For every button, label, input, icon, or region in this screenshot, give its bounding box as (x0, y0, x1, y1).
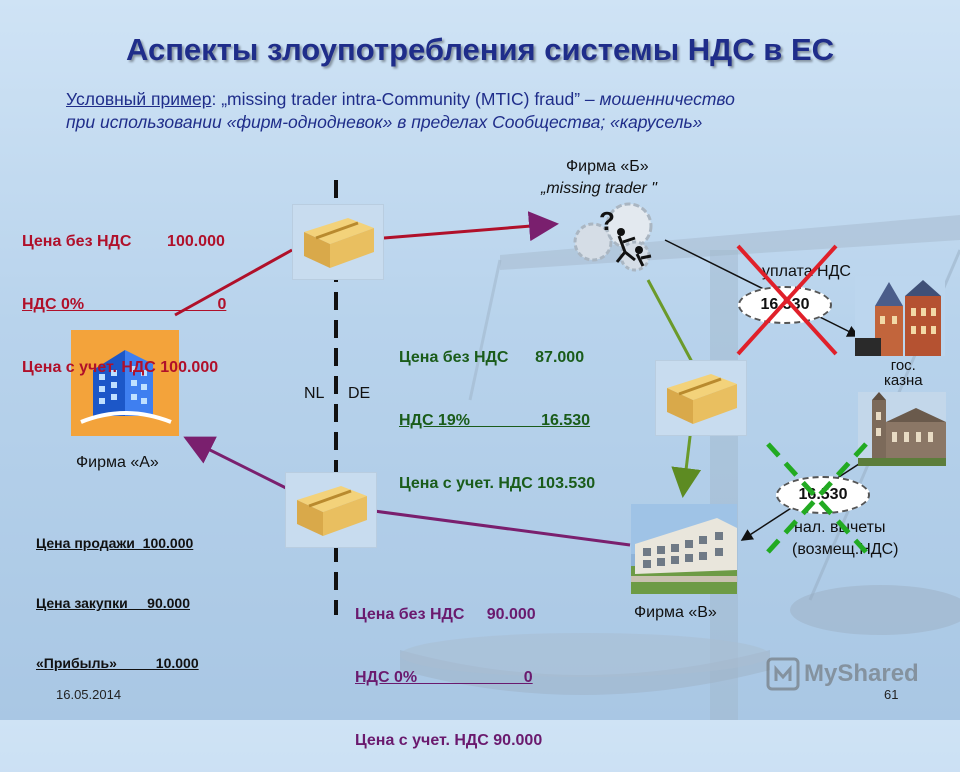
slide-subtitle: Условный пример: „missing trader intra-C… (66, 88, 896, 134)
arrow-to-firm-b (383, 211, 559, 242)
firm-b-sublabel: „missing trader " (541, 180, 657, 197)
treasury-label-line2: казна (884, 372, 923, 389)
profit-row2: Цена закупки 90.000 (36, 595, 191, 611)
deduction-label-line2: (возмещ.НДС) (792, 541, 899, 558)
watermark-icon (766, 657, 800, 691)
treasury-label-line1: гос. (890, 357, 916, 374)
watermark-logo: MyShared (766, 656, 926, 692)
firm-v-building-icon (631, 504, 737, 594)
firm-a-price-row2: НДС 0% 0 (22, 296, 227, 313)
missing-trader-icon: ? (563, 196, 665, 278)
svg-text:?: ? (599, 206, 615, 236)
government-building-icon (858, 392, 946, 466)
slide-title: Аспекты злоупотребления системы НДС в ЕС (125, 32, 835, 67)
red-cross-icon (736, 244, 838, 356)
firm-b-price-box: Цена без НДС 87.000 НДС 19% 16.530 Цена … (399, 305, 595, 515)
firm-b-label: Фирма «Б» (566, 158, 649, 175)
line-v-to-parcel (373, 509, 631, 547)
parcel-icon (655, 360, 747, 436)
firm-v-price-box: Цена без НДС 90.000 НДС 0% 0 Цена с учет… (355, 562, 542, 772)
firm-a-price-row1: Цена без НДС 100.000 (22, 233, 225, 250)
deduction-label: нал. вычеты (возмещ.НДС) (792, 517, 899, 561)
firm-v-price-row1: Цена без НДС 90.000 (355, 606, 536, 623)
slide-date: 16.05.2014 (56, 687, 122, 702)
profit-row3: «Прибыль» 10.000 (36, 655, 199, 671)
firm-a-label: Фирма «А» (76, 454, 159, 471)
vat-payment-label: уплата НДС (762, 263, 851, 280)
firm-v-label: Фирма «В» (634, 604, 717, 621)
firm-a-price-row3: Цена с учет. НДС 100.000 (22, 359, 219, 376)
deduction-label-line1: нал. вычеты (794, 519, 886, 536)
subtitle-text: : „missing trader intra-Community (MTIC)… (211, 89, 600, 109)
line-a-to-parcel (174, 248, 293, 317)
subtitle-label: Условный пример (66, 89, 212, 109)
firm-a-price-box: Цена без НДС 100.000 НДС 0% 0 Цена с уче… (22, 189, 226, 399)
line-b-to-parcel (646, 279, 694, 363)
subtitle-italic: мошенничество (599, 89, 735, 109)
firm-b-price-row2: НДС 19% 16.530 (399, 412, 591, 429)
firm-v-price-row2: НДС 0% 0 (355, 669, 533, 686)
scales-background (400, 215, 960, 720)
parcel-icon (292, 204, 384, 280)
treasury-label: гос. казна (884, 358, 923, 388)
firm-a-building-icon (71, 330, 179, 436)
subtitle-line2: при использовании «фирм-однодневок» в пр… (66, 112, 703, 132)
green-cross-icon (766, 442, 868, 554)
firm-a-profit-box: Цена продажи 100.000 Цена закупки 90.000… (36, 493, 199, 693)
border-label-de: DE (348, 385, 371, 402)
watermark-text: MyShared (804, 660, 919, 687)
firm-b-price-row3: Цена с учет. НДС 103.530 (399, 475, 596, 492)
treasury-building-icon (855, 276, 945, 356)
slide-page-number: 61 (884, 687, 899, 702)
firm-b-price-row1: Цена без НДС 87.000 (399, 349, 585, 366)
profit-row1: Цена продажи 100.000 (36, 535, 194, 551)
parcel-icon (285, 472, 377, 548)
arrow-to-firm-a (183, 436, 291, 492)
border-label-nl: NL (304, 385, 325, 402)
firm-v-price-row3: Цена с учет. НДС 90.000 (355, 732, 543, 749)
